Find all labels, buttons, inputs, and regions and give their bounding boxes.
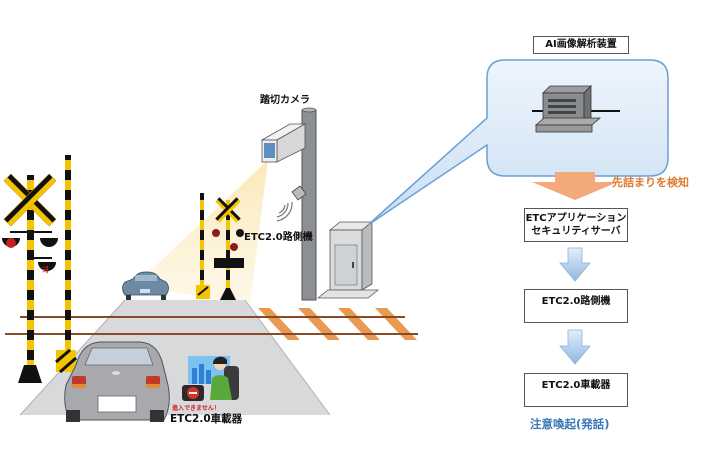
rail-ties [258,308,417,340]
car-near [64,341,170,422]
svg-text:⇶: ⇶ [42,265,49,274]
detect-arrow [532,172,618,200]
dashboard-warning-text: 進入できません！ [172,405,220,412]
flow-arrow-1 [559,247,591,282]
driver-illustration [182,356,239,401]
ai-analyzer-device-icon [532,85,620,133]
flow-step-line: ETC2.0路側機 [541,296,611,307]
flow-step-roadside-unit: ETC2.0路側機 [524,289,628,323]
antenna-icon [276,185,307,222]
flow-step-onboard-unit: ETC2.0車載器 [524,373,628,407]
car-far [122,271,169,300]
detect-label: 先詰まりを検知 [612,176,689,189]
flow-step-line: セキュリティサーバ [531,226,621,237]
camera-device [260,123,307,163]
crossing-signal-far [196,193,244,300]
ai-speech-bubble [367,59,669,226]
crossing-camera-label: 踏切カメラ [260,95,310,106]
result-label: 注意喚起(発話) [530,417,610,431]
flow-arrow-2 [559,329,591,365]
camera-pole [301,107,317,301]
roadside-unit-label: ETC2.0路側機 [244,232,313,243]
crossing-signal-left: ⇶ [2,173,58,383]
ai-panel-title: AI画像解析装置 [533,36,629,54]
onboard-unit-label: ETC2.0車載器 [170,413,243,425]
flow-step-line: ETC2.0車載器 [541,380,611,391]
flow-step-security-server: ETCアプリケーション セキュリティサーバ [524,208,628,242]
barrier-pole-left [55,155,77,374]
flow-step-line: ETCアプリケーション [525,213,627,224]
control-cabinet [316,221,380,299]
